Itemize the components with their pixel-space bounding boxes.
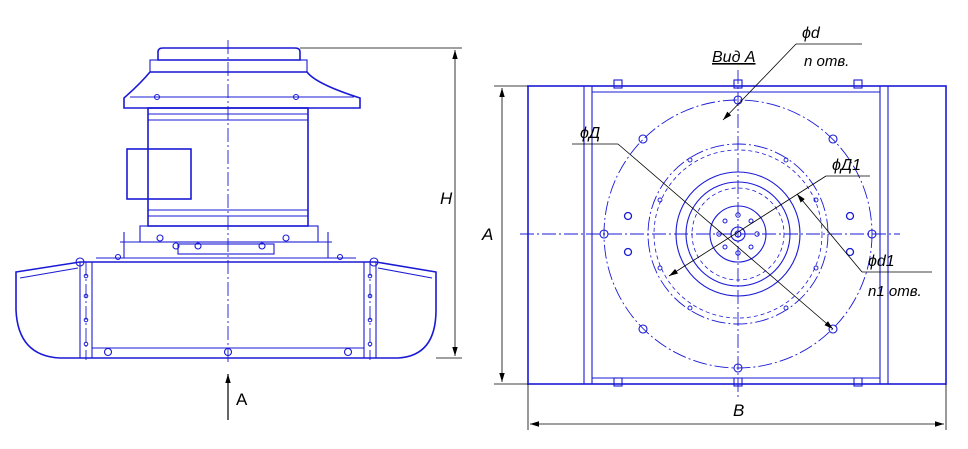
housing-bolt (343, 347, 353, 357)
motor-cap-flare (123, 71, 361, 109)
dimension-a: A (481, 225, 493, 244)
label-phi-D1: ϕД1 (832, 157, 861, 174)
label-n1-holes: n1 отв. (868, 283, 922, 300)
label-phi-D: ϕД (580, 125, 600, 142)
view-a-title: Вид А (712, 49, 756, 66)
dimension-h: H (440, 189, 453, 208)
cap-bolt-left (153, 93, 161, 101)
view-arrow-a-label: A (236, 390, 248, 409)
leader-phi-d1 (796, 193, 863, 273)
terminal-box (126, 148, 192, 200)
dimension-b: B (733, 401, 744, 420)
label-phi-d: ϕd (802, 25, 821, 42)
motor-cap (157, 47, 301, 61)
leader-phi-D (617, 143, 834, 330)
cap-bolt-right (292, 93, 300, 101)
view-a: A B Вид А ϕd n отв. ϕД ϕД1 ϕd1 n1 отв. (481, 25, 947, 430)
housing-bolt (103, 347, 113, 357)
label-n-holes: n отв. (804, 53, 849, 70)
motor-mount-plate (139, 225, 319, 243)
label-phi-d1: ϕd1 (868, 253, 895, 270)
view-a-outline (527, 85, 947, 385)
fan-housing (15, 261, 437, 359)
motor-cap-ring (149, 59, 308, 73)
leader-phi-D1 (668, 175, 827, 277)
side-view: H A (15, 40, 462, 420)
